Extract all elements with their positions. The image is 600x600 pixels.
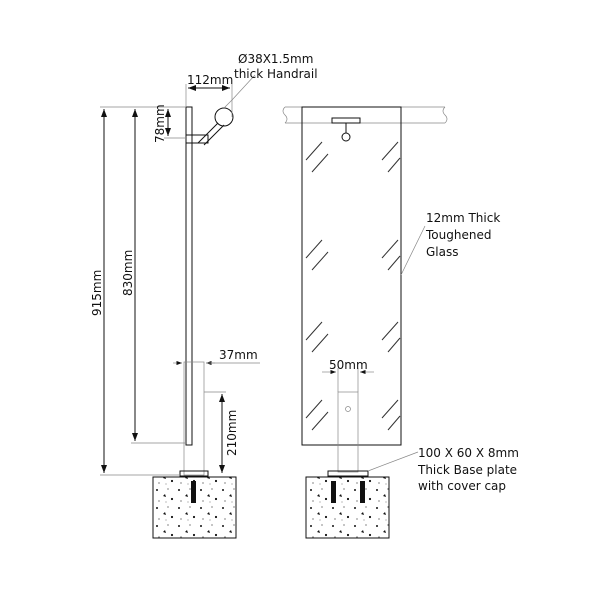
dim-112mm: 112mm: [187, 73, 233, 87]
glass-label-line3: Glass: [426, 245, 459, 259]
handrail-label-line1: Ø38X1.5mm: [238, 52, 313, 66]
front-view: 50mm 12mm Thick Toughened Glass 100 X 60…: [282, 106, 519, 539]
handrail-label-line2: thick Handrail: [234, 67, 318, 81]
bracket-plate: [185, 134, 209, 144]
anchor-bolt-side: [191, 481, 196, 503]
base-label-line3: with cover cap: [418, 479, 506, 493]
dim-37mm: 37mm: [219, 348, 258, 362]
glass-label-line2: Toughened: [425, 228, 491, 242]
post-front: [337, 391, 359, 473]
glass-label-line1: 12mm Thick: [426, 211, 500, 225]
handrail-circle: [214, 107, 234, 127]
handrail-front: [282, 106, 448, 124]
dim-78mm: 78mm: [153, 104, 167, 143]
post-side: [183, 361, 205, 476]
base-label-line2: Thick Base plate: [417, 463, 517, 477]
dim-50mm: 50mm: [329, 358, 368, 372]
dim-830mm: 830mm: [121, 250, 135, 296]
bracket-bolt-front: [341, 132, 351, 142]
side-view: Ø38X1.5mm thick Handrail 112mm 78mm 915m…: [90, 52, 318, 539]
base-plate-side: [179, 470, 209, 477]
base-label-line1: 100 X 60 X 8mm: [418, 446, 519, 460]
dim-915mm: 915mm: [90, 270, 104, 316]
dim-210mm: 210mm: [225, 410, 239, 456]
glass-panel-front: [301, 106, 402, 446]
anchor-bolt-right: [360, 481, 365, 503]
base-plate-front: [327, 470, 369, 477]
glass-panel-side: [185, 106, 193, 446]
bracket-front: [331, 117, 361, 124]
anchor-bolt-left: [331, 481, 336, 503]
concrete-block-front: [305, 476, 390, 539]
